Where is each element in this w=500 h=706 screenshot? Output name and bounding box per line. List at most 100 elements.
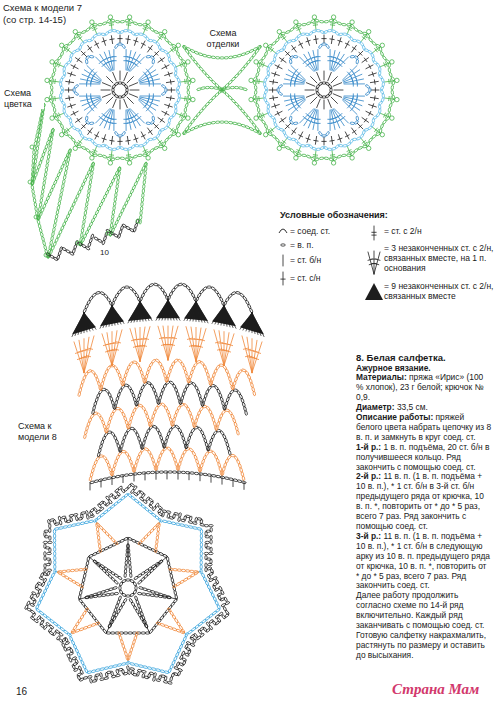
chain-stitch [50, 90, 53, 95]
chain-stitch [356, 59, 359, 64]
stitch-stroke [171, 88, 172, 92]
stitch-stroke [71, 111, 78, 115]
chain-stitch [43, 181, 46, 186]
stitch-stroke [186, 79, 188, 83]
chain-stitch [80, 233, 83, 238]
chain-stitch [365, 91, 370, 96]
stitch-stroke [96, 109, 110, 124]
chain-stitch [32, 154, 35, 159]
stitch-stroke [168, 326, 173, 360]
chain-stitch [51, 133, 54, 138]
chain-stitch [380, 86, 384, 91]
stitch-stroke [165, 73, 173, 76]
stitch-stroke [75, 313, 84, 336]
stitch-stroke [357, 51, 363, 57]
chain-stitch [278, 84, 283, 89]
stitch-stroke [339, 64, 342, 67]
chain-stitch [236, 430, 239, 435]
stitch-stroke [172, 47, 175, 51]
stitch-stroke [344, 96, 364, 97]
stitch-stroke [100, 306, 112, 329]
stitch-stroke [68, 88, 69, 92]
chain-stitch [50, 137, 53, 142]
stitch-stroke [314, 38, 318, 40]
stitch-stroke [65, 129, 68, 133]
stitch-stroke [141, 43, 145, 45]
stitch-stroke [374, 80, 376, 84]
chain-stitch [131, 144, 136, 149]
chain-stitch [38, 133, 41, 138]
chain-stitch [61, 184, 64, 189]
chain-stitch [50, 236, 53, 241]
stitch-stroke [155, 52, 158, 55]
chain-stitch [34, 141, 37, 146]
stitch-stroke [299, 41, 303, 48]
stitch-stroke [324, 35, 325, 43]
chain-stitch [83, 219, 86, 224]
chain-stitch [294, 139, 298, 144]
stitch-stroke [163, 326, 168, 360]
stitch-stroke [342, 61, 345, 64]
chain-stitch [46, 159, 49, 164]
stitch-stroke [218, 306, 224, 325]
chain-stitch [90, 36, 94, 41]
chain-stitch [112, 84, 116, 89]
stitch-stroke [78, 141, 82, 144]
stitch-stroke [110, 343, 114, 344]
stitch-stroke [334, 57, 348, 72]
chain-stitch [270, 60, 275, 64]
chain-stitch [114, 94, 119, 98]
chain-stitch [337, 21, 342, 25]
stitch-stroke [303, 116, 306, 119]
stitch-stroke [249, 313, 252, 332]
chain-stitch [98, 154, 103, 157]
stitch-stroke [292, 47, 296, 50]
stitch-stroke [128, 301, 140, 323]
stitch-stroke [274, 72, 275, 76]
chain-stitch [342, 23, 347, 26]
stitch-stroke [124, 72, 128, 80]
stitch-stroke [116, 342, 120, 343]
stitch-stroke [59, 63, 61, 67]
chain-stitch [302, 154, 307, 157]
stitch-stroke [102, 119, 106, 121]
stitch-stroke [330, 140, 334, 142]
stitch-stroke [352, 46, 357, 53]
stitch-stroke [153, 82, 154, 86]
stitch-stroke [242, 336, 252, 373]
stitch-stroke [86, 356, 90, 357]
stitch-stroke [328, 72, 332, 80]
stitch-stroke [73, 65, 75, 69]
chain-stitch [265, 101, 270, 106]
stitch-stroke [298, 72, 301, 75]
stitch-stroke [353, 82, 354, 86]
chain-stitch [40, 120, 43, 125]
stitch-stroke [165, 300, 168, 320]
stitch-stroke [187, 301, 196, 320]
chain-stitch [232, 122, 237, 125]
chain-stitch [360, 133, 365, 138]
stitch-stroke [330, 110, 331, 130]
stitch-stroke [306, 119, 310, 121]
stitch-stroke [112, 56, 116, 57]
chain-stitch [342, 154, 347, 157]
chain-stitch [46, 163, 49, 168]
stitch-stroke [52, 97, 54, 101]
stitch-stroke [258, 79, 260, 83]
chain-stitch [50, 85, 53, 90]
stitch-stroke [317, 99, 321, 107]
stitch-stroke [109, 24, 113, 26]
stitch-stroke [390, 97, 392, 101]
stitch-stroke [109, 22, 113, 24]
stitch-stroke [277, 111, 279, 115]
stitch-stroke [52, 79, 54, 83]
stitch-stroke [292, 46, 297, 53]
chain-stitch [161, 91, 166, 96]
chain-stitch [318, 131, 323, 136]
chain-stitch [115, 188, 118, 193]
stitch-stroke [172, 129, 175, 133]
chain-stitch [154, 30, 159, 34]
stitch-stroke [129, 83, 137, 87]
stitch-stroke [363, 142, 367, 145]
stitch-stroke [159, 300, 168, 320]
